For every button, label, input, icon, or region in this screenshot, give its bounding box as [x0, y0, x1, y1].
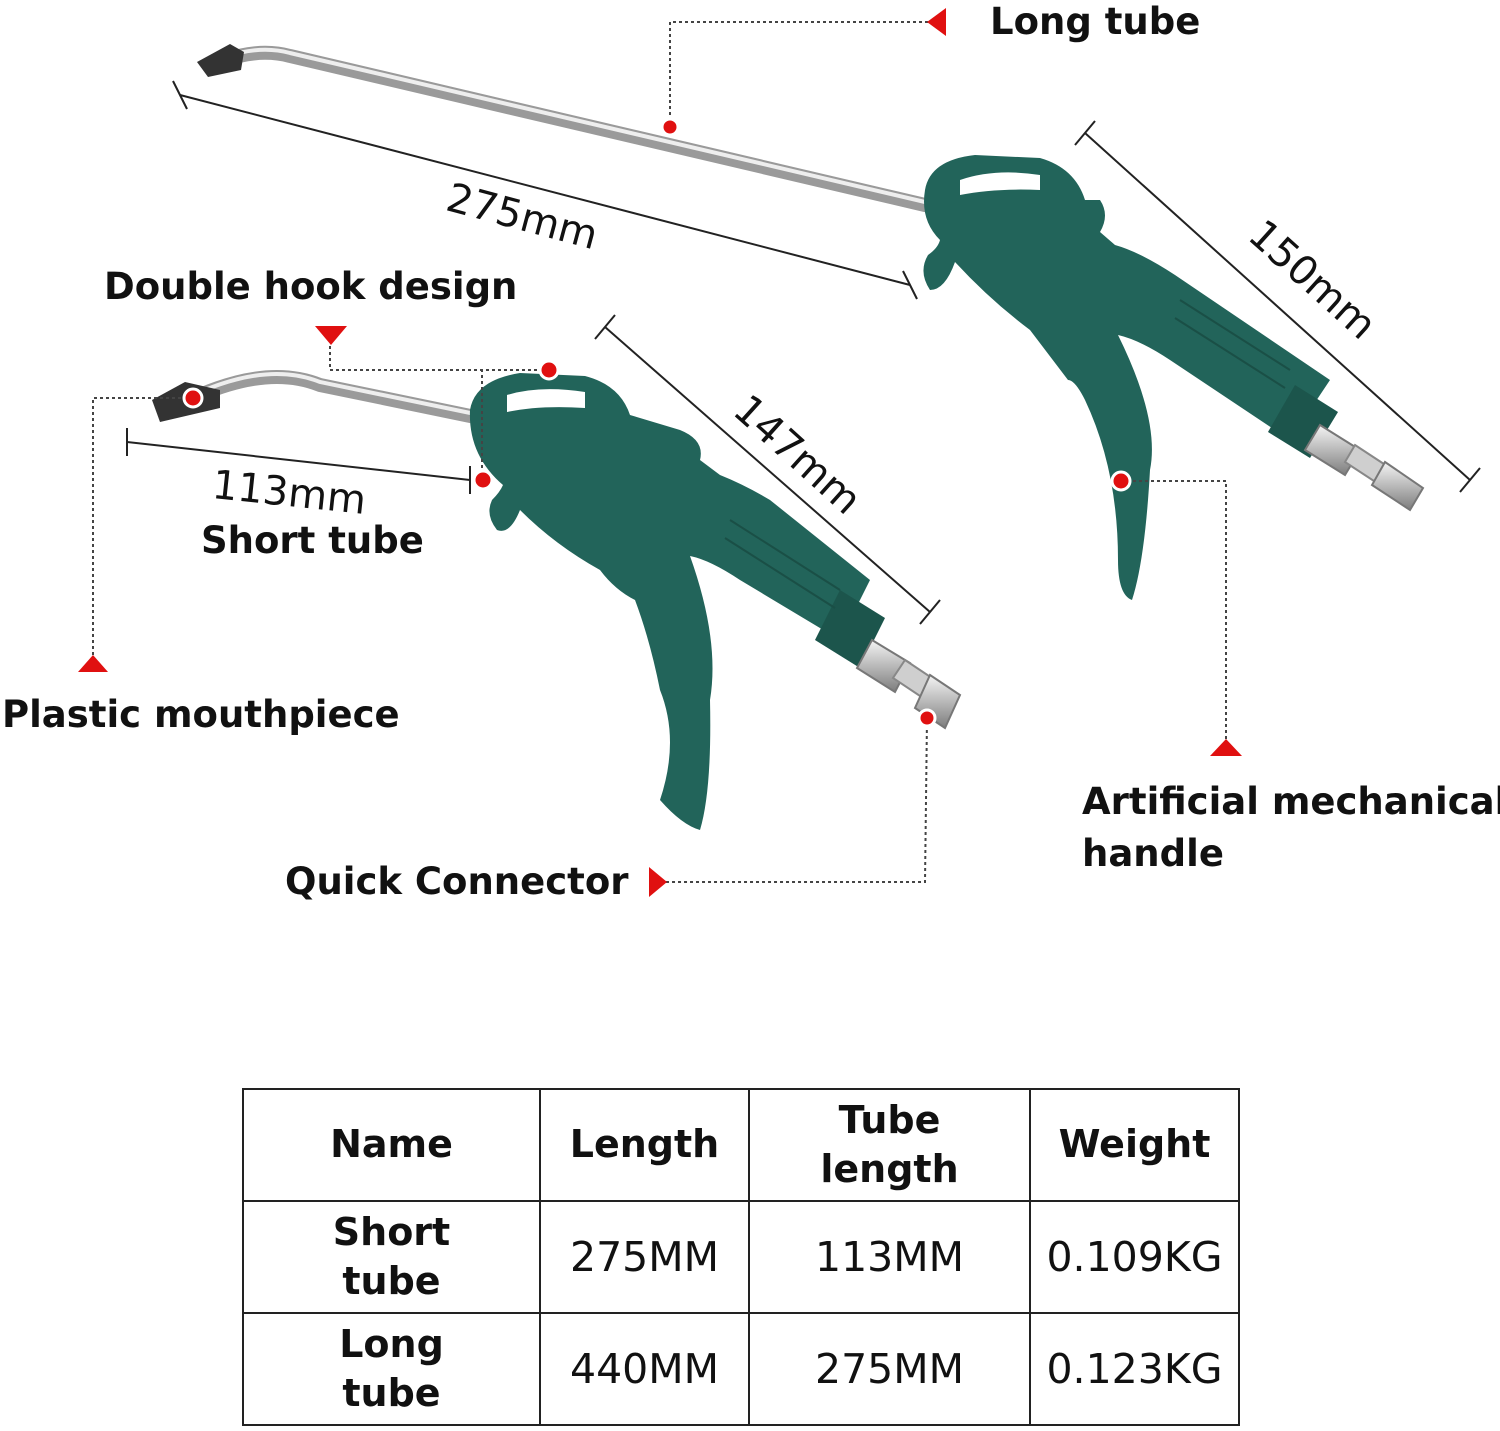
dimension-line-short-body	[594, 314, 941, 625]
blow-gun-diagram	[78, 8, 1481, 897]
double-hook-marker-triangle	[315, 326, 347, 345]
dimension-line-short-tube	[126, 428, 471, 494]
callout-quick-connector: Quick Connector	[285, 860, 629, 903]
dimension-line-long-tube	[172, 80, 918, 300]
callout-handle-line2: handle	[1082, 832, 1224, 875]
row-name: Long tube	[242, 1312, 541, 1426]
leader-lines	[92, 21, 1227, 883]
row-tube-length: 275MM	[748, 1312, 1031, 1426]
short-gun-body	[469, 373, 870, 830]
row-weight: 0.109KG	[1029, 1200, 1240, 1314]
header-length: Length	[539, 1088, 750, 1202]
callout-plastic-mouthpiece: Plastic mouthpiece	[2, 693, 400, 736]
header-name: Name	[242, 1088, 541, 1202]
short-tube-gun	[152, 370, 962, 830]
table-row: Short tube 275MM 113MM 0.109KG	[242, 1200, 1240, 1314]
spec-table: Name Length Tube length Weight Short tub…	[242, 1088, 1240, 1426]
row-name: Short tube	[242, 1200, 541, 1314]
table-row: Long tube 440MM 275MM 0.123KG	[242, 1312, 1240, 1426]
callout-handle-line1: Artificial mechanical	[1082, 780, 1500, 823]
row-length: 275MM	[539, 1200, 750, 1314]
quick-connector-marker-triangle	[649, 867, 667, 897]
handle-marker-triangle	[1210, 739, 1242, 756]
long-gun-body	[923, 155, 1330, 600]
row-weight: 0.123KG	[1029, 1312, 1240, 1426]
long-rubber-tip	[197, 44, 244, 77]
plastic-mouthpiece-marker-triangle	[78, 655, 108, 672]
row-tube-length: 113MM	[748, 1200, 1031, 1314]
header-tube-length: Tube length	[748, 1088, 1031, 1202]
callout-short-tube: Short tube	[201, 519, 424, 562]
long-metal-tube	[218, 45, 932, 212]
callout-dots	[182, 117, 1132, 728]
callout-markers	[78, 8, 1242, 897]
long-tube-gun	[197, 44, 1425, 600]
callout-double-hook: Double hook design	[104, 265, 518, 308]
callout-long-tube: Long tube	[990, 0, 1201, 43]
header-weight: Weight	[1029, 1088, 1240, 1202]
long-quick-connector	[1303, 423, 1425, 512]
dimension-line-long-body	[1074, 120, 1481, 493]
row-length: 440MM	[539, 1312, 750, 1426]
short-metal-tube	[193, 370, 487, 425]
short-quick-connector	[855, 638, 962, 730]
table-header-row: Name Length Tube length Weight	[242, 1088, 1240, 1202]
long-tube-marker-triangle	[927, 8, 946, 36]
